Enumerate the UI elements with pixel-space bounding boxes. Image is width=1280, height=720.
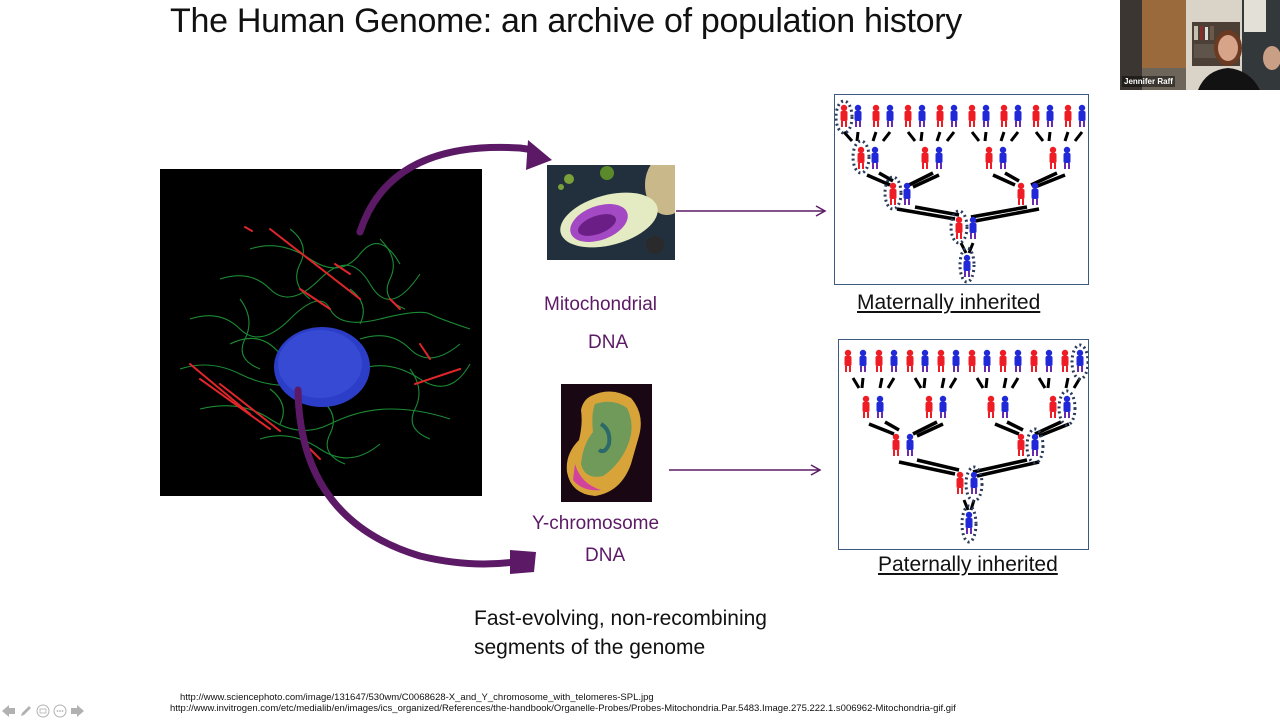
slideshow-toolbar xyxy=(2,704,84,718)
webcam-video-frame xyxy=(1120,0,1280,90)
y-chromosome-image xyxy=(561,384,652,502)
citation-y-chromosome-source: http://www.sciencephoto.com/image/131647… xyxy=(180,692,654,703)
more-icon xyxy=(53,704,67,718)
paternal-inheritance-tree xyxy=(838,339,1089,550)
next-slide-button[interactable] xyxy=(70,704,84,718)
participant-name-label: Jennifer Raff xyxy=(1122,76,1175,87)
pedigree-diagram xyxy=(835,99,1086,284)
mitochondrial-label: Mitochondrial xyxy=(544,294,657,315)
webcam-video-thumbnail[interactable]: Jennifer Raff xyxy=(1120,0,1280,90)
paternally-inherited-label: Paternally inherited xyxy=(878,553,1058,576)
slide-body-text: Fast-evolving, non-recombining segments … xyxy=(474,604,767,662)
pedigree-diagram xyxy=(844,343,1088,544)
cell-fluorescence-image xyxy=(160,169,482,496)
previous-slide-button[interactable] xyxy=(2,704,16,718)
previous-arrow-icon xyxy=(2,705,15,717)
slides-icon xyxy=(36,704,50,718)
maternally-inherited-label: Maternally inherited xyxy=(857,291,1041,314)
see-all-slides-button[interactable] xyxy=(36,704,50,718)
body-text-line-1: Fast-evolving, non-recombining xyxy=(474,607,767,630)
pen-icon xyxy=(21,706,31,716)
y-chromosome-dna-label: DNA xyxy=(585,545,626,566)
slide-title: The Human Genome: an archive of populati… xyxy=(170,2,963,40)
next-arrow-icon xyxy=(71,705,84,717)
maternal-inheritance-tree xyxy=(834,94,1089,285)
citation-mitochondria-source: http://www.invitrogen.com/etc/medialib/e… xyxy=(170,703,956,714)
pen-tool-button[interactable] xyxy=(19,704,33,718)
y-chromosome-label: Y-chromosome xyxy=(532,513,660,534)
body-text-line-2: segments of the genome xyxy=(474,636,706,659)
mitochondrion-image xyxy=(547,165,675,260)
more-options-button[interactable] xyxy=(53,704,67,718)
mitochondrial-dna-label: DNA xyxy=(588,332,629,353)
